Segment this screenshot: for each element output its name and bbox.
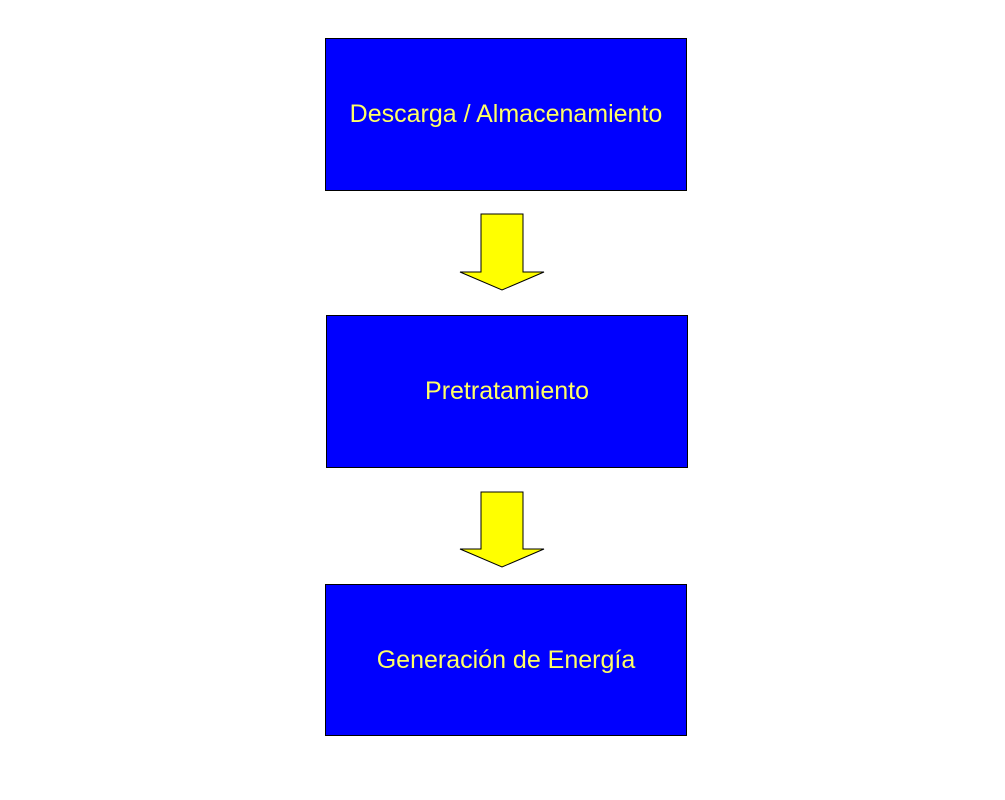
step-box-descarga-almacenamiento: Descarga / Almacenamiento	[325, 38, 687, 191]
step-label: Descarga / Almacenamiento	[349, 100, 663, 128]
down-arrow-icon	[459, 213, 545, 291]
step-box-generacion-energia: Generación de Energía	[325, 584, 687, 736]
step-label: Generación de Energía	[376, 645, 636, 674]
step-box-pretratamiento: Pretratamiento	[326, 315, 688, 468]
step-label: Pretratamiento	[425, 377, 589, 405]
down-arrow-icon	[459, 491, 545, 568]
